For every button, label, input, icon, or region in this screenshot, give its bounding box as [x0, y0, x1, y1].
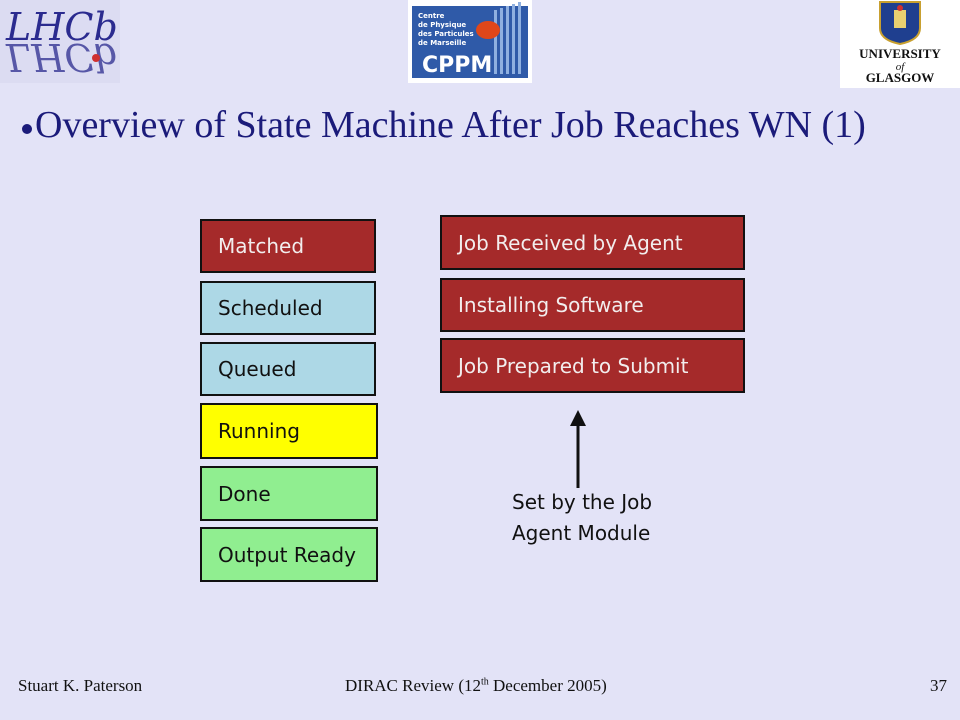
- slide-title-row: Overview of State Machine After Job Reac…: [22, 100, 866, 150]
- lhcb-logo-reflection: LHCb: [5, 35, 118, 79]
- glasgow-text-line-3: GLASGOW: [866, 70, 935, 85]
- footer-event-prefix: DIRAC Review (12: [345, 676, 481, 695]
- cppm-text-line-1: Centre: [418, 12, 445, 20]
- footer-event-sup: th: [480, 676, 489, 688]
- glasgow-text-line-1: UNIVERSITY: [859, 46, 941, 61]
- lhcb-logo: LHCb LHCb: [0, 0, 120, 83]
- state-job-received-by-agent: Job Received by Agent: [440, 215, 745, 270]
- cppm-text-line-4: de Marseille: [418, 39, 466, 47]
- cppm-text-line-2: de Physique: [418, 21, 466, 29]
- lhcb-logo-text: LHCb: [5, 5, 118, 49]
- state-done: Done: [200, 466, 378, 521]
- up-arrow: [567, 410, 589, 490]
- footer-event: DIRAC Review (12th December 2005): [345, 676, 607, 696]
- note-line-1: Set by the Job: [512, 490, 653, 514]
- note-line-2: Agent Module: [512, 521, 651, 545]
- state-installing-software: Installing Software: [440, 278, 745, 332]
- agent-module-note: Set by the Job Agent Module: [512, 487, 732, 549]
- state-job-prepared-to-submit: Job Prepared to Submit: [440, 338, 745, 393]
- footer-author: Stuart K. Paterson: [18, 676, 143, 695]
- cppm-wordmark: CPPM: [422, 53, 492, 78]
- state-matched: Matched: [200, 219, 376, 273]
- state-scheduled: Scheduled: [200, 281, 376, 335]
- state-running: Running: [200, 403, 378, 459]
- cppm-text-line-3: des Particules: [418, 30, 474, 38]
- footer-page-number: 37: [930, 676, 947, 695]
- state-output-ready: Output Ready: [200, 527, 378, 582]
- cppm-logo: Centre de Physique des Particules de Mar…: [408, 0, 532, 83]
- glasgow-text-line-2: of: [896, 61, 907, 73]
- title-bullet: [22, 124, 32, 134]
- glasgow-university-logo: UNIVERSITY of GLASGOW: [840, 0, 960, 88]
- footer-event-suffix: December 2005): [488, 676, 607, 695]
- state-queued: Queued: [200, 342, 376, 396]
- slide-title: Overview of State Machine After Job Reac…: [35, 104, 866, 146]
